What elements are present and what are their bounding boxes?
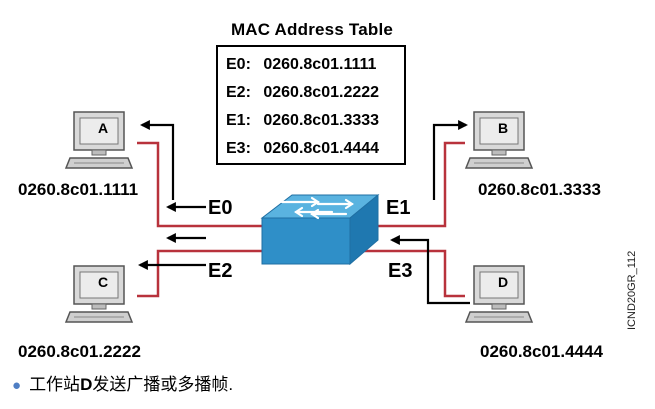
mac-table-title: MAC Address Table bbox=[230, 20, 394, 39]
mac-row-address: 0260.8c01.2222 bbox=[263, 84, 380, 101]
host-d-letter: D bbox=[497, 274, 509, 290]
port-e3-label: E3 bbox=[388, 260, 413, 282]
flow-path-d bbox=[390, 235, 470, 305]
host-a-letter: A bbox=[97, 120, 109, 136]
host-c-letter: C bbox=[97, 274, 109, 290]
mac-table-row: E1: 0260.8c01.3333 bbox=[226, 112, 379, 130]
link-d bbox=[360, 249, 465, 298]
mac-row-port: E3: bbox=[226, 140, 251, 157]
mac-row-address: 0260.8c01.1111 bbox=[263, 56, 377, 73]
mac-table-row: E0: 0260.8c01.1111 bbox=[226, 56, 376, 74]
host-a-mac: 0260.8c01.1111 bbox=[18, 180, 139, 199]
port-e2-label: E2 bbox=[208, 260, 233, 282]
link-b bbox=[360, 141, 465, 228]
port-e0-label: E0 bbox=[208, 197, 233, 219]
host-c-mac: 0260.8c01.2222 bbox=[18, 342, 141, 361]
switch-icon bbox=[260, 193, 380, 266]
mac-row-address: 0260.8c01.4444 bbox=[263, 140, 380, 157]
host-b-letter: B bbox=[497, 120, 509, 136]
mac-table-row: E3: 0260.8c01.4444 bbox=[226, 140, 379, 158]
link-lines bbox=[137, 141, 465, 298]
arrow-to-a bbox=[140, 120, 175, 200]
mac-table-row: E2: 0260.8c01.2222 bbox=[226, 84, 379, 102]
mac-row-port: E0: bbox=[226, 56, 251, 73]
footnote-prefix: 工作站 bbox=[29, 375, 81, 394]
footnote-bold: D bbox=[80, 375, 93, 394]
port-e1-label: E1 bbox=[386, 197, 411, 219]
bullet-icon: ● bbox=[12, 377, 22, 394]
link-c bbox=[137, 249, 262, 298]
host-b-mac: 0260.8c01.3333 bbox=[478, 180, 601, 199]
mac-row-port: E2: bbox=[226, 84, 251, 101]
mac-row-address: 0260.8c01.3333 bbox=[263, 112, 380, 129]
host-d-mac: 0260.8c01.4444 bbox=[480, 342, 603, 361]
arrow-to-b bbox=[432, 120, 468, 200]
link-a bbox=[137, 141, 262, 228]
footnote-suffix: 发送广播或多播帧. bbox=[92, 375, 234, 394]
figure-id-tag: ICND20GR_112 bbox=[626, 250, 638, 330]
mac-address-table: E0: 0260.8c01.1111 E2: 0260.8c01.2222 E1… bbox=[216, 45, 406, 165]
footnote: ● 工作站D发送广播或多播帧. bbox=[12, 370, 233, 395]
mac-row-port: E1: bbox=[226, 112, 251, 129]
